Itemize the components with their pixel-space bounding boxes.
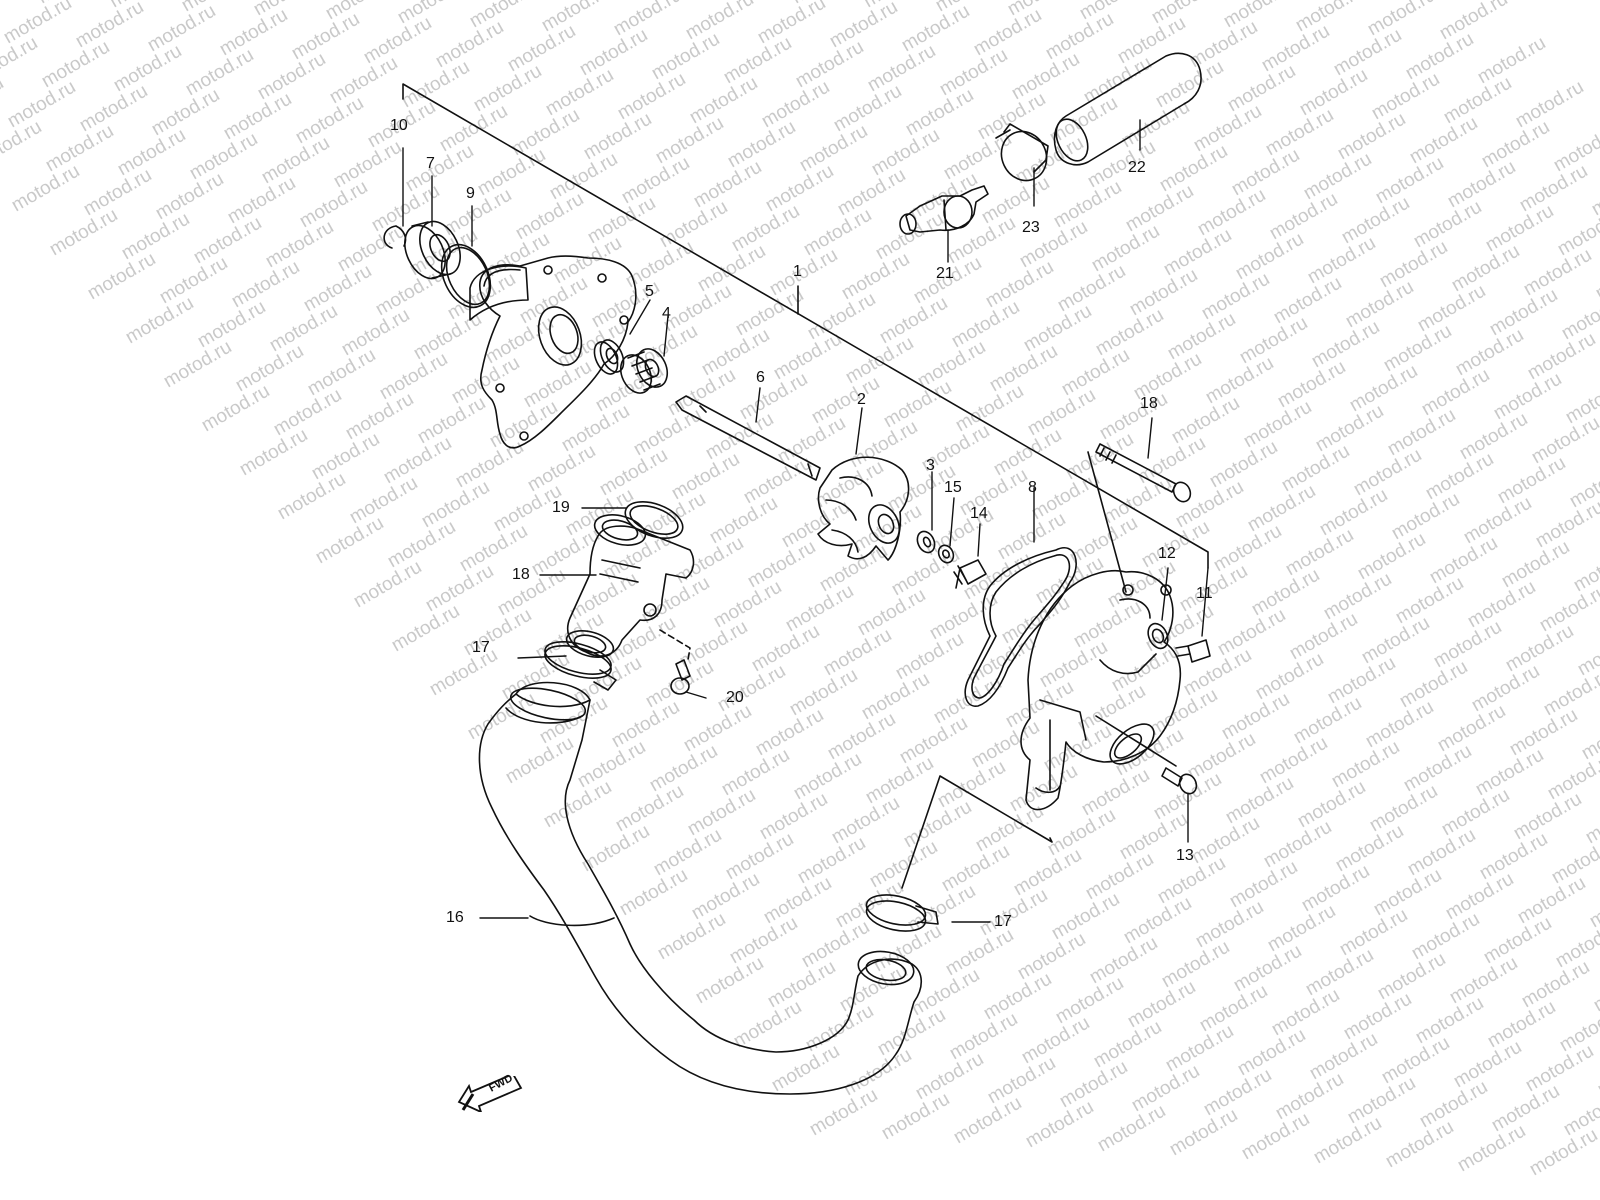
- callout-15: 15: [944, 479, 962, 496]
- impeller-bolt-part: [953, 559, 987, 589]
- callout-24: 23: [1022, 219, 1040, 236]
- union-o-ring-part: [624, 500, 684, 540]
- washer-part: [916, 530, 936, 554]
- assembly-bracket-line: [402, 83, 1209, 569]
- forward-arrow-icon: [457, 1076, 523, 1112]
- o-ring-part: [440, 243, 492, 309]
- callout-17-lower: 17: [994, 913, 1012, 930]
- callout-7: 7: [426, 155, 435, 172]
- callout-23: 22: [1128, 159, 1146, 176]
- callout-17-upper: 17: [472, 639, 490, 656]
- gasket-part: [1147, 622, 1169, 650]
- callout-20: 19: [552, 499, 570, 516]
- callout-1: 1: [793, 263, 802, 280]
- callout-22: 21: [936, 265, 954, 282]
- callout-12: 12: [1158, 545, 1176, 562]
- callout-21: 20: [726, 689, 744, 706]
- impeller-part: [817, 456, 910, 561]
- pump-shaft-part: [675, 395, 821, 481]
- union-screw-part: [659, 629, 691, 695]
- callout-4: 4: [662, 305, 671, 322]
- long-bolt-part: [1087, 443, 1192, 593]
- callout-10: 10: [390, 117, 408, 134]
- callout-19: 18: [512, 566, 530, 583]
- hose-clamp-small-part: [995, 123, 1049, 182]
- callout-11: 11: [1196, 585, 1213, 602]
- temperature-sensor-part: [899, 185, 989, 235]
- callout-5: 5: [645, 283, 654, 300]
- callout-8: 8: [1028, 479, 1037, 496]
- leader-lines: [402, 119, 1209, 923]
- callout-2: 2: [857, 391, 866, 408]
- seal-washer-part: [937, 544, 955, 564]
- mechanical-seal-part: [593, 339, 625, 375]
- cover-bolt-11-part: [1175, 639, 1211, 663]
- callout-13: 13: [1176, 847, 1194, 864]
- bearing-part: [404, 220, 461, 280]
- water-hose-part: [478, 681, 923, 1095]
- callout-3: 3: [926, 457, 935, 474]
- callout-18: 18: [1140, 395, 1158, 412]
- pump-cover-part: [1020, 570, 1182, 811]
- small-hose-part: [1053, 52, 1202, 166]
- callout-9: 9: [466, 185, 475, 202]
- cover-o-ring-part: [964, 547, 1077, 707]
- routing-line: [901, 775, 1053, 889]
- oil-seal-part: [619, 348, 669, 394]
- callout-16: 16: [446, 909, 464, 926]
- union-pipe-part: [565, 514, 695, 658]
- hose-clamp-lower-part: [865, 894, 939, 932]
- hose-clamp-upper-part: [544, 641, 617, 691]
- callout-6: 6: [756, 369, 765, 386]
- cover-bolt-13-part: [1095, 715, 1198, 795]
- pump-case-part: [469, 255, 637, 449]
- callout-14: 14: [970, 505, 988, 522]
- snap-ring-part: [383, 225, 407, 249]
